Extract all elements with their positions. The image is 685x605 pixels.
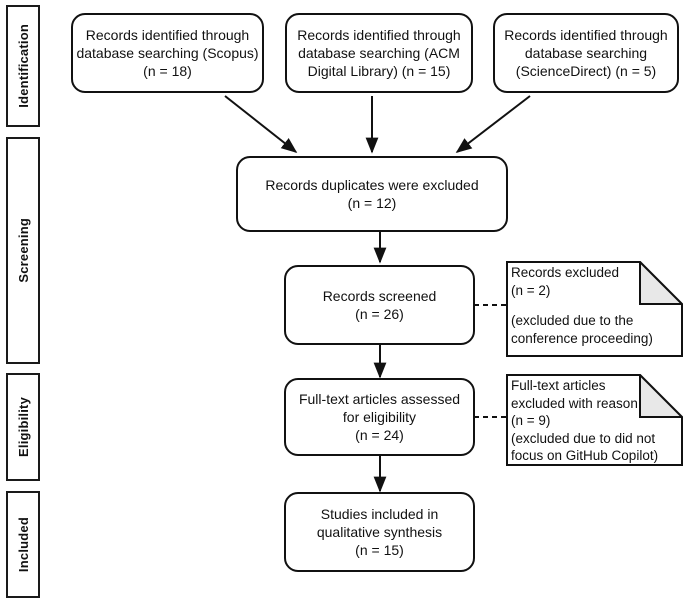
- stage-eligibility: Eligibility: [6, 373, 40, 481]
- note-fulltext-excluded-line2: excluded with reason: [511, 395, 638, 411]
- included-line2: qualitative synthesis: [316, 523, 443, 540]
- source-sciencedirect-line2: database searching: [524, 44, 648, 61]
- note-fulltext-excluded-shape: [506, 374, 683, 466]
- source-acm-line1: Records identified through: [297, 26, 461, 43]
- note-records-excluded: Records excluded (n = 2) (excluded due t…: [506, 261, 683, 357]
- duplicates-count: (n = 12): [347, 195, 397, 211]
- duplicates-line1: Records duplicates were excluded: [265, 176, 479, 193]
- note-fulltext-excluded: Full-text articles excluded with reason …: [506, 374, 683, 466]
- included-line1: Studies included in: [320, 505, 439, 522]
- stage-screening-label: Screening: [15, 218, 31, 283]
- note-fulltext-excluded-line4: (excluded due to did not: [511, 430, 656, 446]
- stage-included: Included: [6, 491, 40, 598]
- note-records-excluded-line3: (excluded due to the: [511, 313, 634, 329]
- stage-screening: Screening: [6, 137, 40, 364]
- source-acm-count: Digital Library) (n = 15): [307, 63, 451, 80]
- note-records-excluded-count: (n = 2): [511, 282, 551, 298]
- included-box: Studies included in qualitative synthesi…: [284, 492, 475, 572]
- stage-identification-label: Identification: [15, 24, 31, 108]
- screened-box: Records screened (n = 26): [284, 265, 475, 345]
- source-scopus-line2: database searching (Scopus): [76, 44, 259, 61]
- source-box-acm: Records identified through database sear…: [285, 13, 473, 93]
- fulltext-line2: for eligibility: [342, 408, 417, 425]
- note-fulltext-excluded-line5: focus on GitHub Copilot): [511, 448, 659, 464]
- screened-line1: Records screened: [322, 287, 437, 304]
- note-fulltext-excluded-line1: Full-text articles: [511, 378, 606, 393]
- duplicates-box: Records duplicates were excluded (n = 12…: [236, 156, 508, 232]
- stage-included-label: Included: [15, 516, 31, 573]
- source-acm-line2: database searching (ACM: [298, 44, 460, 61]
- source-sciencedirect-line1: Records identified through: [504, 26, 668, 43]
- note-fulltext-excluded-count: (n = 9): [511, 413, 551, 429]
- arrow-sciencedirect-to-duplicates: [455, 95, 531, 153]
- fulltext-count: (n = 24): [355, 427, 404, 444]
- note-records-excluded-line1: Records excluded: [511, 265, 620, 280]
- stage-eligibility-label: Eligibility: [15, 397, 31, 457]
- source-sciencedirect-count: (ScienceDirect) (n = 5): [515, 63, 657, 80]
- included-count: (n = 15): [355, 542, 404, 559]
- note-records-excluded-shape: [506, 261, 683, 357]
- stage-identification: Identification: [6, 5, 40, 127]
- fulltext-box: Full-text articles assessed for eligibil…: [284, 378, 475, 456]
- fulltext-line1: Full-text articles assessed: [298, 390, 461, 407]
- source-scopus-line1: Records identified through: [85, 26, 250, 43]
- note-records-excluded-line4: conference proceeding): [511, 330, 653, 346]
- arrow-scopus-to-duplicates: [224, 95, 298, 153]
- screened-count: (n = 26): [355, 306, 404, 322]
- source-box-sciencedirect: Records identified through database sear…: [493, 13, 679, 93]
- note-records-excluded-spacer: [511, 299, 679, 312]
- source-box-scopus: Records identified through database sear…: [71, 13, 264, 93]
- source-scopus-count: (n = 18): [143, 63, 192, 80]
